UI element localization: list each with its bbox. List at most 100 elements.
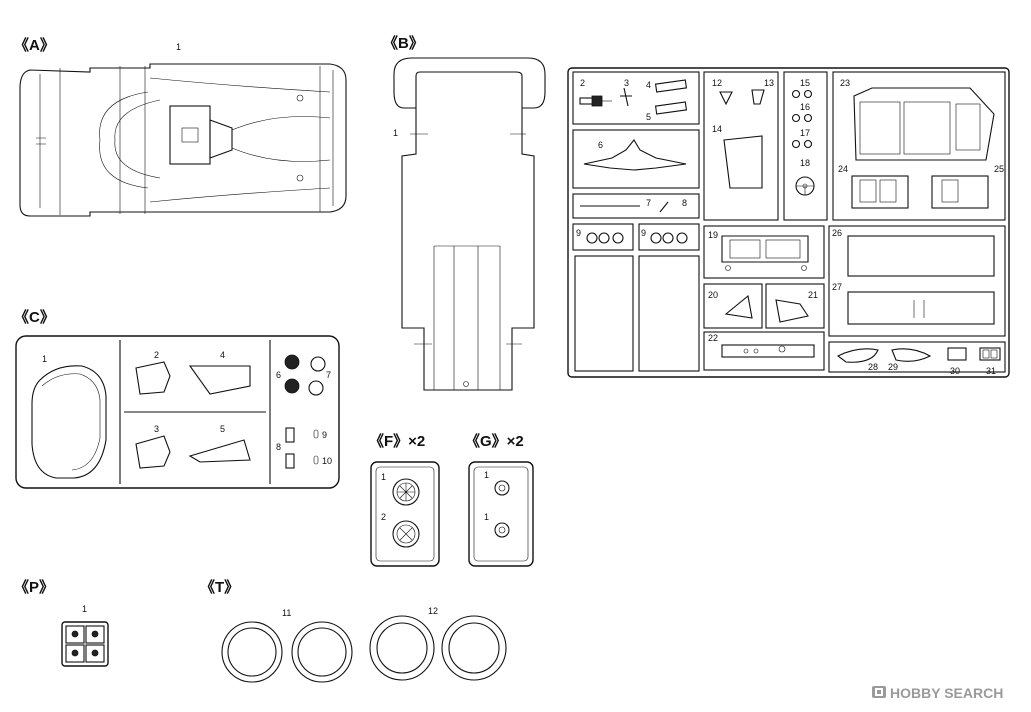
part-grid-14-label: 14 [712, 124, 722, 134]
part-c8-shape [285, 427, 295, 469]
part-grid-6-shape [583, 139, 687, 171]
sheet-b-title: 《B》 [383, 34, 424, 52]
sheet-b: 《B》 1 [383, 34, 546, 391]
part-b1-label: 1 [393, 128, 398, 138]
sheet-c: 《C》 1 2 3 4 5 6 7 8 9 10 [14, 308, 340, 489]
part-grid-15-label: 15 [800, 78, 810, 88]
part-grid-2-label: 2 [580, 78, 585, 88]
part-g1a-label: 1 [484, 470, 489, 480]
tire-t12a-shape [369, 615, 435, 681]
sheet-f: 《F》×2 1 2 [369, 432, 440, 567]
sheet-t-title: 《T》 [200, 578, 239, 596]
part-c6-shape [284, 354, 300, 394]
part-t11-label: 11 [282, 608, 291, 618]
sheet-a-title: 《A》 [14, 36, 55, 54]
sheet-g-title: 《G》×2 [465, 432, 524, 450]
sheet-c-title: 《C》 [14, 308, 55, 326]
part-c2-label: 2 [154, 350, 159, 360]
part-grid-4-label: 4 [646, 80, 651, 90]
part-grid-18-label: 18 [800, 158, 810, 168]
part-c3-shape [135, 435, 171, 469]
part-grid-9a-shape [586, 232, 624, 244]
steering-wheel-icon [795, 176, 815, 196]
part-grid-5-label: 5 [646, 112, 651, 122]
part-grid-22-shape [721, 344, 815, 358]
part-c3-label: 3 [154, 424, 159, 434]
part-grid-7-label: 7 [646, 198, 651, 208]
part-grid-9a-label: 9 [576, 228, 581, 238]
part-grid-5-shape [654, 101, 688, 115]
part-c7-label: 7 [326, 370, 331, 380]
hobby-search-logo-icon [872, 686, 886, 698]
part-f2-wheel-shape [392, 520, 420, 548]
sheet-p-title: 《P》 [14, 578, 54, 596]
part-c5-label: 5 [220, 424, 225, 434]
part-c9-10-shape [313, 429, 319, 465]
part-grid-26-label: 26 [832, 228, 842, 238]
part-grid-24-shape [851, 175, 909, 209]
part-grid-7-8-shape [580, 201, 669, 213]
part-c8-label: 8 [276, 442, 281, 452]
part-c2-shape [135, 361, 171, 395]
sheet-f-title: 《F》×2 [369, 432, 425, 450]
part-grid-13-label: 13 [764, 78, 774, 88]
part-grid-3-label: 3 [624, 78, 629, 88]
part-c1-shape [31, 365, 107, 479]
part-grid-21-shape [775, 299, 809, 323]
part-grid-20-shape [724, 294, 753, 319]
part-grid-25-shape [931, 175, 989, 209]
part-grid-21-label: 21 [808, 290, 818, 300]
part-c10-label: 10 [322, 456, 332, 466]
part-grid-27-label: 27 [832, 282, 842, 292]
part-grid-23-shape [853, 87, 995, 161]
part-grid-4-shape [654, 79, 688, 93]
part-c4-label: 4 [220, 350, 225, 360]
part-grid-8-label: 8 [682, 198, 687, 208]
part-t12-label: 12 [428, 606, 438, 616]
part-g1b-label: 1 [484, 512, 489, 522]
part-grid-16-label: 16 [800, 102, 810, 112]
tire-t11b-shape [291, 621, 353, 683]
tire-t12b-shape [441, 615, 507, 681]
part-c7-shape [308, 356, 326, 396]
part-c4-shape [188, 365, 251, 395]
part-c1-label: 1 [42, 354, 47, 364]
part-g1a-shape [494, 480, 510, 496]
part-grid-20-label: 20 [708, 290, 718, 300]
part-grid-19-label: 19 [708, 230, 718, 240]
part-p1-label: 1 [82, 604, 87, 614]
part-grid-31-shape [979, 347, 1001, 361]
part-grid-28-shape [836, 348, 879, 363]
part-grid-22-label: 22 [708, 333, 718, 343]
part-f2-label: 2 [381, 512, 386, 522]
part-grid-14-shape [723, 135, 763, 189]
part-grid-12-label: 12 [712, 78, 722, 88]
part-grid-27-shape [847, 291, 995, 325]
part-grid-19-shape [721, 235, 809, 271]
sheet-g: 《G》×2 1 1 [465, 432, 534, 567]
part-grid-25-label: 25 [994, 164, 1004, 174]
part-grid-13-shape [751, 89, 765, 105]
part-a1-label: 1 [176, 42, 181, 52]
sheet-p: 《P》 1 [14, 578, 109, 667]
part-g1b-shape [494, 522, 510, 538]
part-grid-12-shape [719, 91, 733, 106]
part-grid-23-label: 23 [840, 78, 850, 88]
watermark-text: HOBBY SEARCH [890, 685, 1003, 701]
part-grid-30-label: 30 [950, 366, 960, 376]
part-grid-31-label: 31 [986, 366, 996, 376]
part-grid-29-label: 29 [888, 362, 898, 372]
part-grid-15-17-shapes [791, 89, 813, 149]
part-grid-17-label: 17 [800, 128, 810, 138]
part-grid-2-shape [579, 95, 612, 107]
parts-tree-grid: 2 3 4 5 6 7 8 9 9 12 13 14 [567, 67, 1010, 378]
car-body-top-view [19, 63, 347, 217]
part-grid-30-shape [947, 347, 967, 361]
part-grid-9b-label: 9 [641, 228, 646, 238]
part-grid-29-shape [891, 348, 932, 362]
sheet-t: 《T》 11 12 [200, 578, 507, 683]
part-c6-label: 6 [276, 370, 281, 380]
chassis-part [393, 57, 546, 391]
part-grid-6-label: 6 [598, 140, 603, 150]
